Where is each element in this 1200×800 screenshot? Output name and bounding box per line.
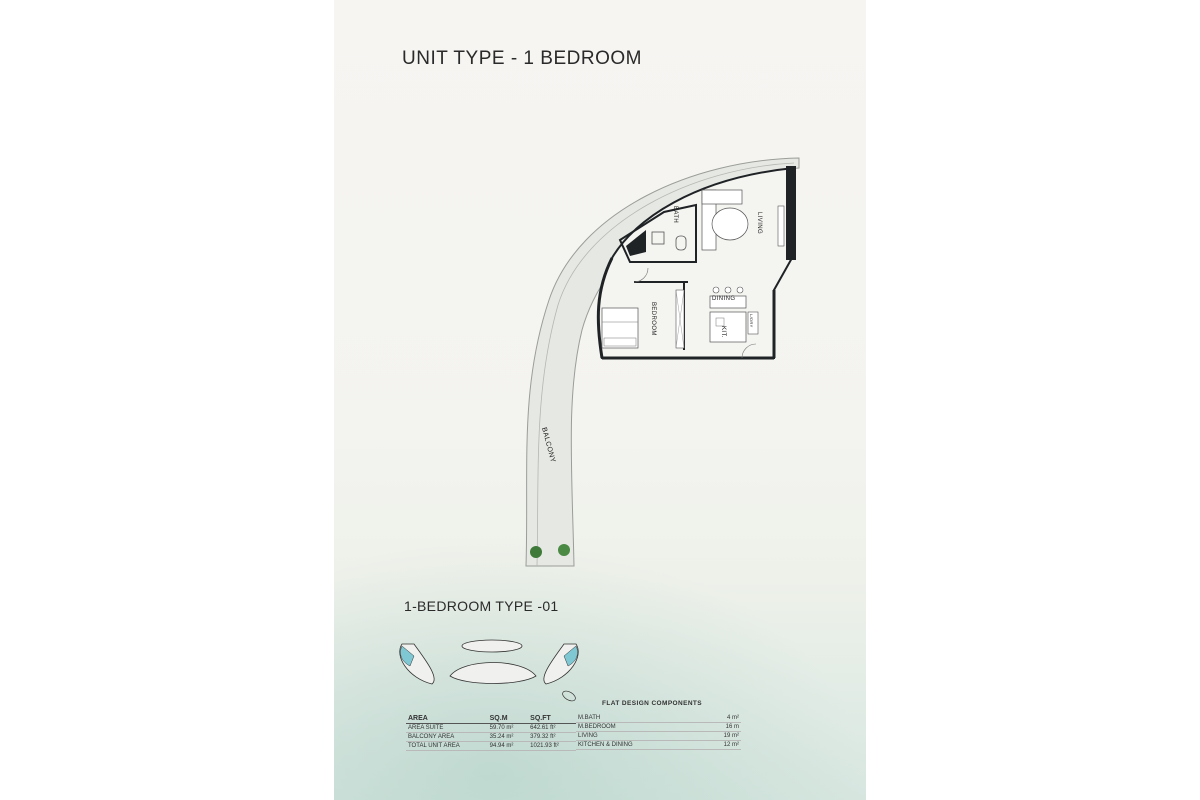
table-row: KITCHEN & DINING 12 m² bbox=[576, 740, 741, 750]
area-sqft: 1021.93 ft² bbox=[528, 741, 576, 751]
component-area: 4 m² bbox=[700, 714, 741, 723]
tree-icon-1 bbox=[530, 546, 542, 558]
bath-fixture bbox=[651, 231, 665, 245]
dining-table bbox=[709, 295, 747, 309]
table-row: BALCONY AREA 35.24 m² 379.32 ft² bbox=[406, 732, 576, 742]
component-name: LIVING bbox=[576, 731, 701, 741]
tree-icon-2 bbox=[558, 544, 570, 556]
key-pod bbox=[562, 690, 576, 702]
table-row: M.BATH 4 m² bbox=[576, 714, 741, 723]
area-sqm: 94.94 m² bbox=[487, 741, 529, 751]
component-name: M.BATH bbox=[576, 714, 701, 723]
kitchen-counter bbox=[709, 311, 747, 343]
chair-1 bbox=[712, 286, 720, 294]
area-header-col-2: SQ.M bbox=[487, 714, 529, 724]
bath-walls bbox=[618, 203, 697, 263]
coffee-table bbox=[711, 207, 749, 241]
area-sqft: 642.61 ft² bbox=[528, 723, 576, 733]
kitchen-sink bbox=[715, 317, 725, 327]
components-title: FLAT DESIGN COMPONENTS bbox=[602, 700, 703, 707]
area-name: BALCONY AREA bbox=[406, 732, 488, 742]
area-header-col-1: AREA bbox=[406, 714, 488, 724]
component-area: 19 m² bbox=[700, 731, 741, 741]
key-building-top bbox=[461, 639, 523, 653]
component-name: KITCHEN & DINING bbox=[576, 740, 701, 750]
bedroom-door-arc bbox=[633, 267, 649, 283]
table-row: AREA SUITE 59.70 m² 642.61 ft² bbox=[406, 723, 576, 733]
area-header-col-3: SQ.FT bbox=[528, 714, 576, 724]
bath-toilet bbox=[675, 235, 687, 251]
label-laundry: L/DRY bbox=[749, 314, 754, 328]
table-row: LIVING 19 m² bbox=[576, 731, 741, 741]
exterior-wall-left bbox=[596, 257, 614, 359]
key-building-center bbox=[449, 662, 537, 684]
table-row: TOTAL UNIT AREA 94.94 m² 1021.93 ft² bbox=[406, 741, 576, 751]
pillows bbox=[603, 337, 637, 347]
tv-unit bbox=[777, 205, 785, 247]
area-sqm: 35.24 m² bbox=[487, 732, 529, 742]
area-sqm: 59.70 m² bbox=[487, 723, 529, 733]
exterior-wall-right bbox=[786, 166, 796, 260]
unit-subtitle: 1-BEDROOM TYPE -01 bbox=[404, 598, 559, 614]
label-bedroom: BEDROOM bbox=[650, 302, 656, 336]
entry-door-arc bbox=[741, 343, 757, 359]
key-unit-highlight-right bbox=[563, 645, 578, 667]
chair-3 bbox=[736, 286, 744, 294]
shaft bbox=[626, 230, 646, 256]
component-name: M.BEDROOM bbox=[576, 722, 701, 732]
laundry-box bbox=[747, 311, 759, 335]
chair-2 bbox=[724, 286, 732, 294]
balcony-rail bbox=[536, 162, 795, 567]
label-bath: BATH bbox=[672, 206, 678, 223]
brochure-sheet: UNIT TYPE - 1 BEDROOM bbox=[334, 0, 866, 800]
label-kitchen: KIT. bbox=[720, 326, 726, 338]
area-table: AREA SQ.M SQ.FT AREA SUITE 59.70 m² 642.… bbox=[406, 714, 576, 751]
table-row: M.BEDROOM 16 m bbox=[576, 722, 741, 732]
label-living: LIVING bbox=[756, 212, 762, 234]
component-area: 16 m bbox=[700, 722, 741, 732]
area-name: AREA SUITE bbox=[406, 723, 488, 733]
area-sqft: 379.32 ft² bbox=[528, 732, 576, 742]
component-area: 12 m² bbox=[700, 740, 741, 750]
components-table: M.BATH 4 m² M.BEDROOM 16 m LIVING 19 m² … bbox=[576, 714, 741, 750]
area-header-row: AREA SQ.M SQ.FT bbox=[406, 714, 576, 724]
floor-plan: LIVING BATH BEDROOM DINING KIT. L/DRY BA… bbox=[525, 157, 800, 567]
key-plan bbox=[399, 639, 579, 702]
wardrobe-hatch-2 bbox=[675, 289, 685, 349]
key-unit-highlight bbox=[400, 645, 415, 667]
area-name: TOTAL UNIT AREA bbox=[406, 741, 488, 751]
label-dining: DINING bbox=[712, 296, 735, 302]
page-title: UNIT TYPE - 1 BEDROOM bbox=[402, 48, 642, 69]
sofa-back bbox=[701, 189, 743, 205]
